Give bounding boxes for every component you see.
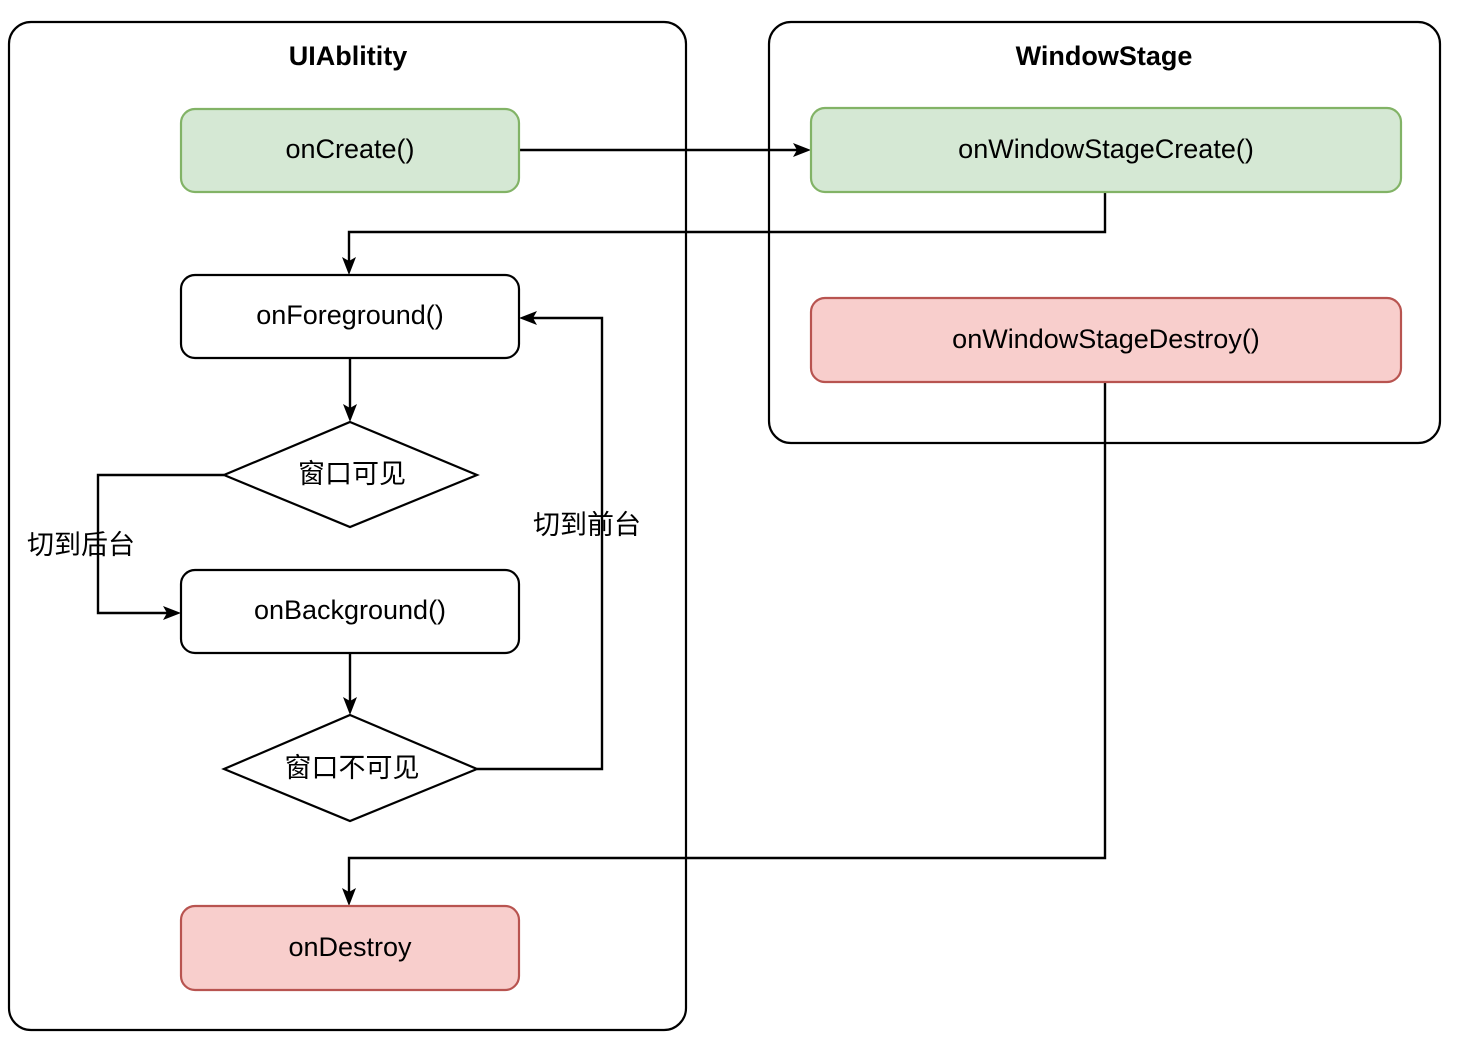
node-onbackground-label: onBackground() [254, 595, 446, 625]
node-onwindowstagedestroy-shape[interactable] [809, 296, 1403, 384]
arrowhead-decision-invisible-to-onforeground [519, 311, 537, 325]
arrowhead-onwindowstagedestroy-to-ondestroy [342, 888, 356, 906]
edge-onwindowstagecreate-to-onforeground [347, 192, 1107, 266]
node-ondestroy-shape[interactable] [179, 904, 521, 992]
node-onwindowstagedestroy[interactable]: onWindowStageDestroy() [809, 296, 1403, 384]
node-decision-window-invisible[interactable]: 窗口不可见 [221, 713, 480, 823]
node-onbackground[interactable]: onBackground() [179, 568, 521, 655]
edge-decision-invisible-to-onforeground [477, 316, 604, 771]
node-onbackground-shape[interactable] [179, 568, 521, 655]
panel-title-uiability: UIAblitity [289, 41, 408, 71]
arrowhead-oncreate-to-onwindowstagecreate [793, 143, 811, 157]
node-ondestroy[interactable]: onDestroy [179, 904, 521, 992]
panel-title-windowstage: WindowStage [1016, 41, 1193, 71]
arrowhead-onforeground-to-decision-visible [343, 404, 357, 422]
edge-decision-visible-to-onbackground [96, 473, 224, 615]
node-onforeground-shape[interactable] [179, 273, 521, 360]
edge-label-to-background: 切到后台 [27, 530, 135, 560]
node-ondestroy-label: onDestroy [288, 932, 412, 962]
node-onforeground-label: onForeground() [256, 300, 444, 330]
node-oncreate-label: onCreate() [285, 134, 414, 164]
edge-onwindowstagedestroy-to-ondestroy [347, 382, 1107, 897]
arrowhead-onwindowstagecreate-to-onforeground [342, 257, 356, 275]
node-onwindowstagedestroy-label: onWindowStageDestroy() [952, 324, 1260, 354]
node-decision-window-visible[interactable]: 窗口可见 [221, 420, 480, 529]
node-decision-window-invisible-label: 窗口不可见 [285, 753, 420, 783]
node-oncreate-shape[interactable] [179, 107, 521, 194]
arrowhead-onbackground-to-decision-invisible [343, 697, 357, 715]
node-oncreate[interactable]: onCreate() [179, 107, 521, 194]
edge-label-to-foreground: 切到前台 [533, 510, 641, 540]
node-decision-window-visible-shape[interactable] [221, 420, 480, 529]
node-decision-window-visible-label: 窗口可见 [298, 459, 406, 489]
node-onwindowstagecreate[interactable]: onWindowStageCreate() [809, 106, 1403, 194]
node-onwindowstagecreate-shape[interactable] [809, 106, 1403, 194]
node-decision-window-invisible-shape[interactable] [221, 713, 480, 823]
arrowhead-decision-visible-to-onbackground [163, 606, 181, 620]
node-onwindowstagecreate-label: onWindowStageCreate() [958, 134, 1254, 164]
node-onforeground[interactable]: onForeground() [179, 273, 521, 360]
